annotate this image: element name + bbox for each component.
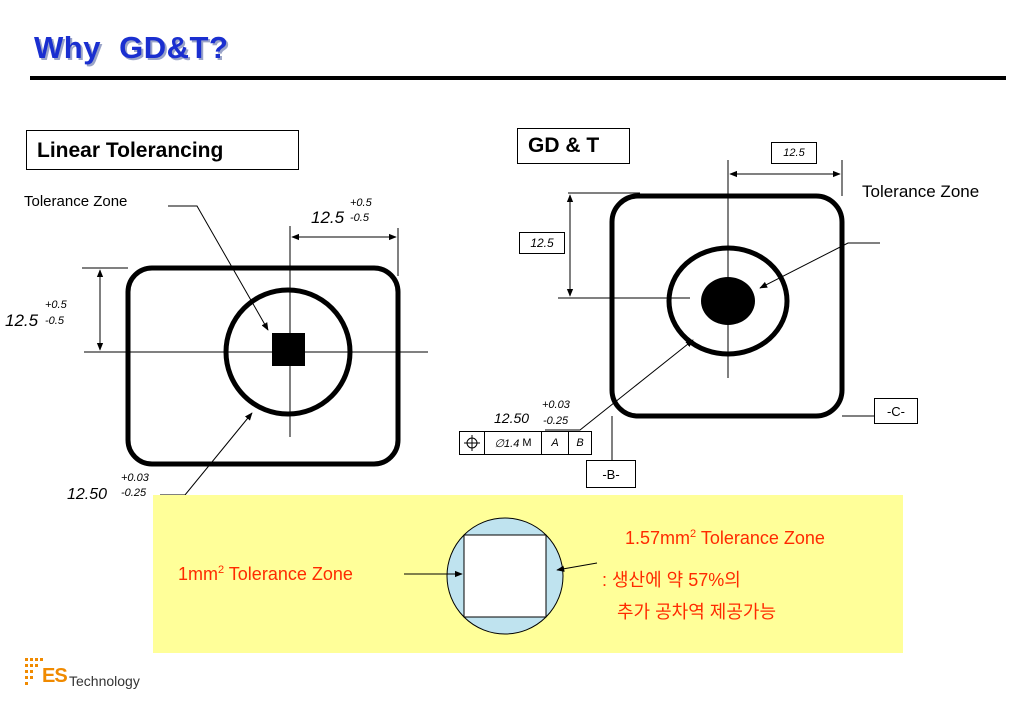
gdt-part (545, 160, 880, 462)
feature-control-frame: ∅1.4 M A B (459, 431, 592, 455)
hole-value: 12.50 (67, 486, 108, 503)
position-icon (460, 432, 485, 454)
circular-zone-label: 1.57mm2 Tolerance Zone (625, 528, 825, 548)
fcf-datum-a: A (542, 432, 569, 454)
benefit-note-line2: 추가 공차역 제공가능 (617, 602, 777, 622)
dim-left-plus: +0.5 (45, 299, 67, 311)
right-arrow (556, 562, 598, 572)
datum-b-label: -B- (586, 460, 636, 488)
title-divider (30, 76, 1006, 80)
linear-part-outline (125, 265, 401, 467)
basic-dim-top-value: 12.5 (783, 147, 805, 159)
basic-dim-left: 12.5 (519, 232, 565, 254)
gdt-heading: GD & T (528, 134, 600, 157)
datum-c-label: -C- (874, 398, 918, 424)
gdt-part-outline (609, 193, 845, 419)
basic-dim-top: 12.5 (771, 142, 817, 164)
logo-brand: ES (42, 665, 68, 687)
benefit-note-line1: : 생산에 약 57%의 (602, 570, 741, 590)
gdt-hole-value: 12.50 (494, 410, 530, 426)
logo-suffix: Technology (69, 673, 140, 689)
dim-top-minus: -0.5 (350, 212, 369, 224)
dim-top-plus: +0.5 (350, 197, 372, 209)
hole-minus: -0.25 (121, 487, 147, 499)
basic-dim-left-value: 12.5 (530, 236, 554, 250)
fcf-modifier: M (522, 437, 532, 449)
linear-part (82, 205, 428, 496)
dim-left-value: 12.5 (5, 311, 39, 330)
gdt-heading-box: GD & T (517, 128, 630, 164)
logo-dots-icon (25, 658, 43, 685)
datum-b-text: -B- (602, 466, 620, 482)
square-zone-shape (463, 534, 547, 618)
es-technology-logo: ES Technology (25, 655, 155, 695)
hole-plus: +0.03 (121, 472, 149, 484)
fcf-datum-b: B (576, 437, 584, 449)
gdt-hole-minus: -0.25 (543, 415, 569, 427)
linear-zone-label: Tolerance Zone (24, 193, 128, 210)
linear-heading: Linear Tolerancing (37, 139, 224, 162)
leader-tolerance-zone (168, 205, 269, 331)
fcf-tolerance-cell: ∅1.4 M (485, 432, 542, 454)
page-title: Why GD&T? (34, 30, 229, 65)
gdt-leader-hole (545, 339, 694, 431)
fcf-tolerance: ∅1.4 (494, 437, 520, 450)
square-tolerance-zone (272, 333, 305, 366)
square-zone-label: 1mm2 Tolerance Zone (178, 564, 353, 584)
linear-heading-box: Linear Tolerancing (26, 130, 299, 170)
gdt-leader-tolerance-zone (759, 242, 880, 289)
gdt-hole-plus: +0.03 (542, 399, 570, 411)
gdt-zone-label: Tolerance Zone (862, 182, 980, 201)
datum-c-text: -C- (886, 403, 906, 419)
dim-top-value: 12.5 (311, 208, 345, 227)
dim-left-minus: -0.5 (45, 315, 64, 327)
